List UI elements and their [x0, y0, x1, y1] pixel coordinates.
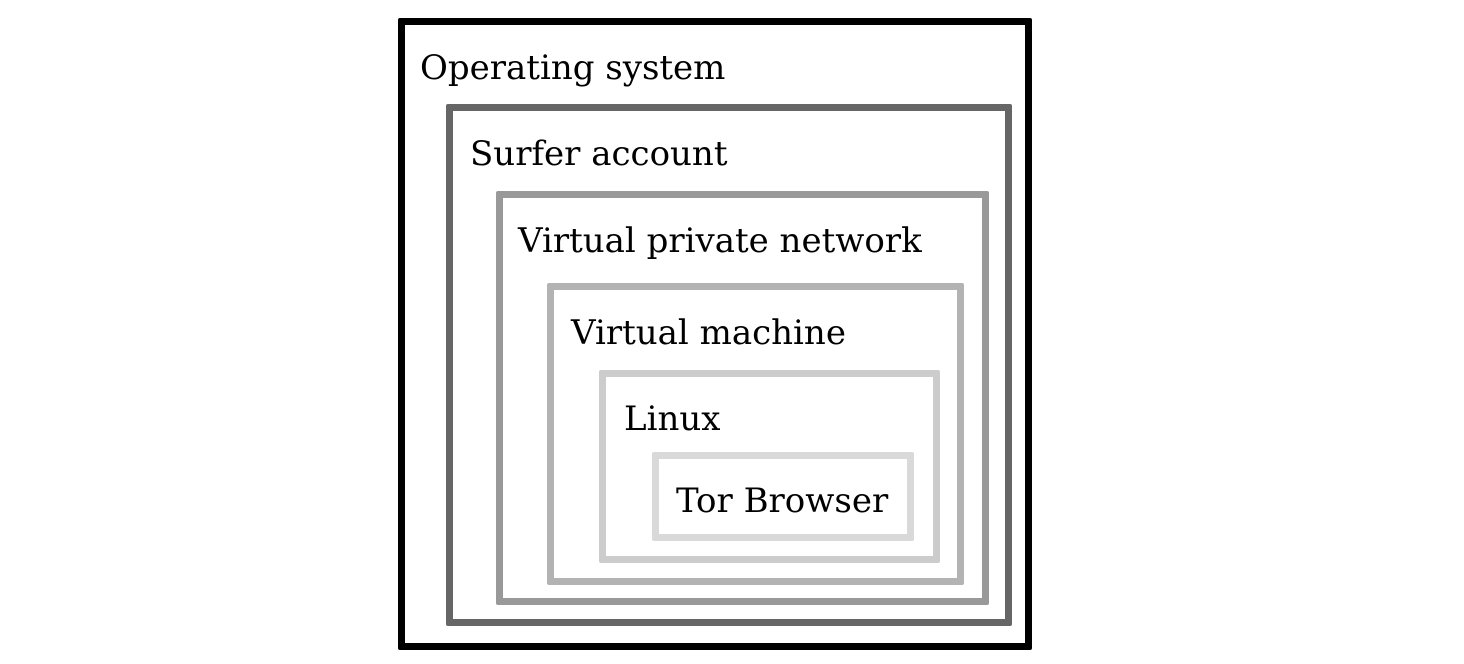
surfer-account-label: Surfer account: [470, 134, 728, 174]
virtual-machine-box: Virtual machine: [547, 283, 964, 585]
tor-browser-label: Tor Browser: [676, 481, 889, 521]
virtual-machine-label: Virtual machine: [571, 313, 846, 353]
operating-system-box: Operating system: [398, 18, 1032, 650]
virtual-private-network-label: Virtual private network: [518, 221, 922, 261]
virtual-private-network-box: Virtual private network: [496, 191, 989, 605]
linux-box: Linux: [599, 370, 940, 563]
surfer-account-box: Surfer account: [446, 104, 1012, 626]
tor-browser-box: Tor Browser: [652, 452, 914, 541]
operating-system-label: Operating system: [420, 48, 726, 88]
linux-label: Linux: [624, 399, 721, 439]
